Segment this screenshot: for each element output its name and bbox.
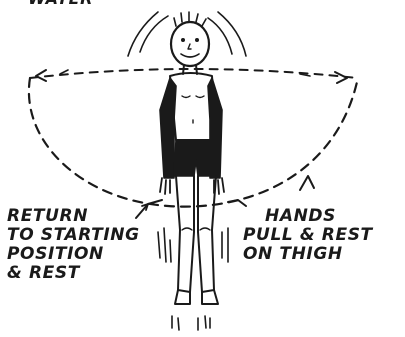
motion-line-right-1 bbox=[208, 18, 232, 54]
label-hands-line1: HANDS bbox=[243, 207, 373, 226]
label-return-line1: RETURN bbox=[7, 207, 140, 226]
arm-left bbox=[160, 78, 176, 178]
motion-line-right-2 bbox=[218, 12, 246, 56]
leg-motion-right bbox=[222, 228, 228, 262]
label-return-to-start: RETURN TO STARTING POSITION & REST bbox=[7, 207, 140, 283]
label-hands-line3: ON THIGH bbox=[243, 245, 373, 264]
chest-lines bbox=[182, 96, 204, 98]
hands-pointer-2 bbox=[300, 176, 314, 190]
eye-right bbox=[195, 38, 199, 42]
arrow-right-top bbox=[335, 72, 347, 83]
swim-trunks bbox=[174, 140, 218, 176]
leg-motion-left bbox=[158, 228, 171, 262]
nose bbox=[188, 44, 191, 49]
label-hands-line2: PULL & REST bbox=[243, 226, 373, 245]
label-return-line4: & REST bbox=[7, 264, 140, 283]
label-hands-pull: HANDS PULL & REST ON THIGH bbox=[243, 207, 373, 264]
hand-left bbox=[160, 178, 170, 194]
label-water: WATER bbox=[28, 0, 93, 8]
smile bbox=[181, 54, 199, 57]
eye-left bbox=[181, 38, 185, 42]
label-return-line3: POSITION bbox=[7, 245, 140, 264]
motion-line-left-1 bbox=[140, 16, 168, 52]
hair bbox=[174, 12, 206, 26]
kick-marks bbox=[172, 316, 210, 330]
label-return-line2: TO STARTING bbox=[7, 226, 140, 245]
motion-line-left-2 bbox=[128, 12, 158, 56]
leg-left bbox=[176, 176, 194, 292]
